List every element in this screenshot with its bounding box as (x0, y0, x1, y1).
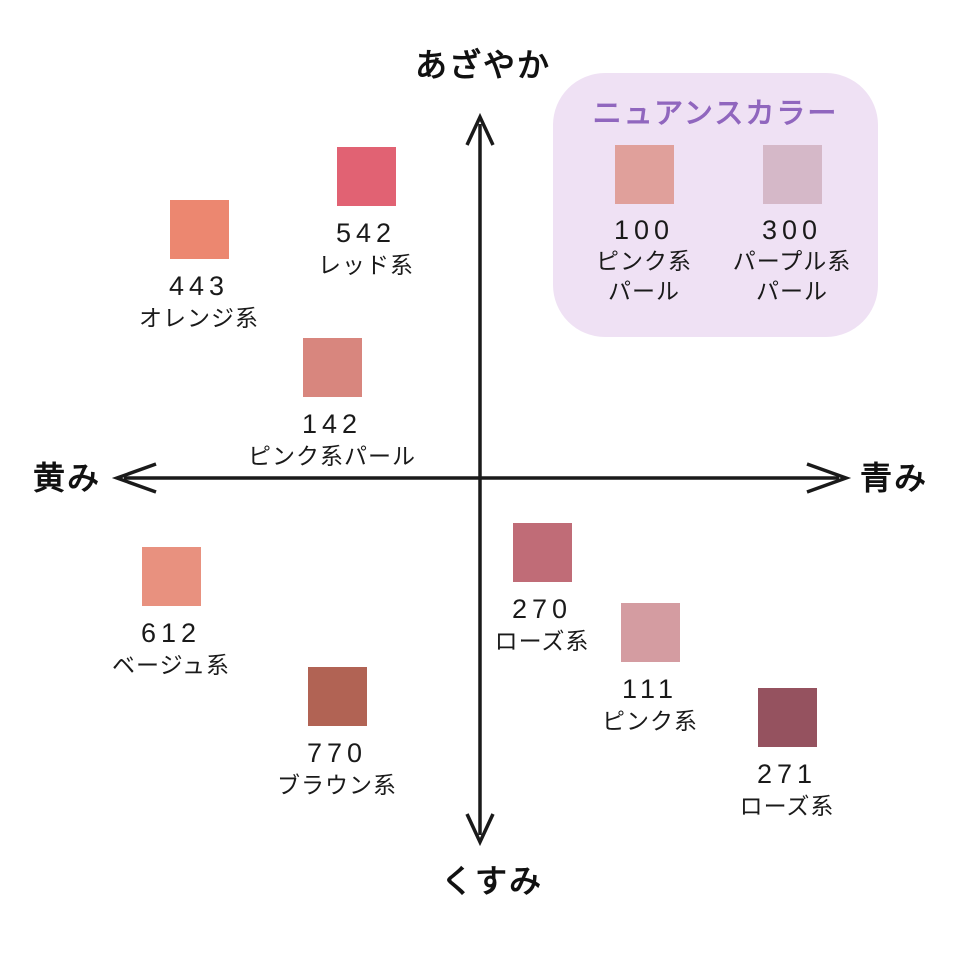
color-item-270: 270 ローズ系 (462, 523, 622, 656)
color-category-770: ブラウン系 (277, 772, 397, 798)
color-category-270: ローズ系 (494, 628, 590, 654)
color-swatch-612 (141, 547, 201, 606)
axis-label-bluish: 青み (860, 460, 929, 497)
color-swatch-443 (169, 200, 229, 259)
color-code-270: 270 (511, 594, 573, 624)
color-swatch-142 (302, 338, 362, 397)
color-item-770: 770 ブラウン系 (257, 667, 417, 800)
color-code-300: 300 (761, 215, 823, 245)
color-swatch-300 (762, 145, 822, 204)
arrow-up-icon (465, 112, 495, 146)
color-swatch-270 (512, 523, 572, 582)
color-item-271: 271 ローズ系 (707, 688, 867, 821)
color-category-142: ピンク系パール (248, 443, 416, 469)
arrow-right-icon (806, 462, 852, 494)
color-category-300: パープル系 パール (732, 248, 852, 304)
color-category-111: ピンク系 (602, 708, 698, 734)
color-code-100: 100 (613, 215, 675, 245)
color-code-542: 542 (335, 218, 397, 248)
color-code-770: 770 (306, 738, 368, 768)
axis-label-vivid: あざやか (414, 47, 552, 83)
color-code-271: 271 (756, 759, 818, 789)
color-item-443: 443 オレンジ系 (119, 200, 279, 333)
axis-label-muted: くすみ (440, 863, 544, 899)
color-category-443: オレンジ系 (139, 305, 259, 331)
color-swatch-271 (757, 688, 817, 747)
axis-label-yellowish: 黄み (33, 460, 102, 497)
color-category-271: ローズ系 (739, 793, 835, 819)
color-category-542: レッド系 (318, 252, 414, 278)
color-item-142: 142 ピンク系パール (222, 338, 427, 471)
color-item-542: 542 レッド系 (286, 147, 446, 280)
color-item-100: 100 ピンク系 パール (569, 145, 719, 306)
color-code-612: 612 (140, 618, 202, 648)
arrow-left-icon (111, 462, 157, 494)
arrow-down-icon (465, 813, 495, 847)
color-item-612: 612 ベージュ系 (91, 547, 251, 680)
color-swatch-100 (614, 145, 674, 204)
color-swatch-770 (307, 667, 367, 726)
color-item-111: 111 ピンク系 (570, 603, 730, 736)
color-swatch-111 (620, 603, 680, 662)
color-category-612: ベージュ系 (112, 652, 230, 678)
color-code-443: 443 (168, 271, 230, 301)
color-swatch-542 (336, 147, 396, 206)
color-code-142: 142 (301, 409, 363, 439)
nuance-color-panel: ニュアンスカラー 100 ピンク系 パール 300 パープル系 パール (553, 73, 878, 337)
nuance-panel-title: ニュアンスカラー (592, 98, 839, 130)
color-item-300: 300 パープル系 パール (717, 145, 867, 306)
color-category-100: ピンク系 パール (596, 248, 692, 304)
color-code-111: 111 (621, 674, 679, 704)
